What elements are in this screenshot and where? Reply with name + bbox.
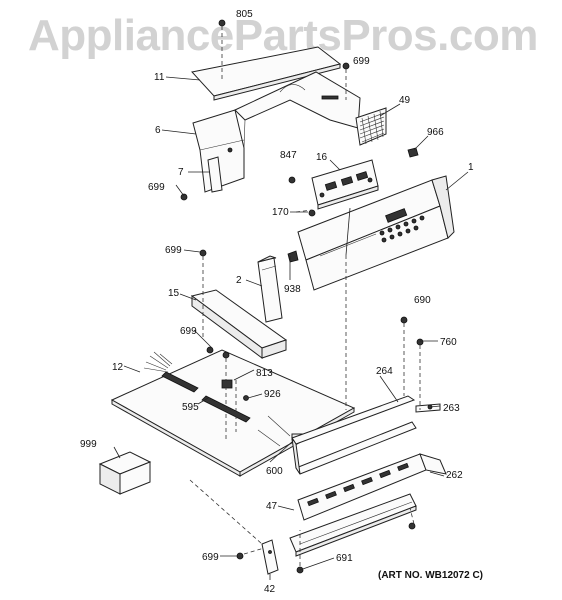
rear-frame <box>234 71 361 149</box>
callout-926: 926 <box>264 389 281 400</box>
part-7-bracket <box>207 156 223 193</box>
callout-938: 938 <box>284 284 301 295</box>
callout-42: 42 <box>264 584 276 595</box>
callout-595: 595 <box>182 402 199 413</box>
callout-699: 699 <box>202 552 219 563</box>
part-16-control-board <box>311 159 379 210</box>
callout-labels: 805 699 11 49 6 966 847 16 1 7 699 170 6… <box>80 9 474 595</box>
part-15-channel <box>190 289 288 359</box>
callout-264: 264 <box>376 366 393 377</box>
callout-813: 813 <box>256 368 273 379</box>
callout-699: 699 <box>180 326 197 337</box>
callout-966: 966 <box>427 127 444 138</box>
callout-805: 805 <box>236 9 253 20</box>
assembly-lines <box>189 26 421 566</box>
callout-12: 12 <box>112 362 124 373</box>
part-12-base-plate <box>110 349 356 477</box>
callout-600: 600 <box>266 466 283 477</box>
callout-16: 16 <box>316 152 328 163</box>
callout-699: 699 <box>353 56 370 67</box>
callout-699: 699 <box>148 182 165 193</box>
part-1-control-panel <box>297 175 455 291</box>
callout-847: 847 <box>280 150 297 161</box>
callout-1: 1 <box>468 162 474 173</box>
callout-47: 47 <box>266 501 278 512</box>
callout-6: 6 <box>155 125 161 136</box>
callout-11: 11 <box>154 72 165 83</box>
part-2-insulation-block <box>257 255 283 323</box>
callout-263: 263 <box>443 403 460 414</box>
callout-690: 690 <box>414 295 431 306</box>
part-966-clip <box>407 147 419 158</box>
part-49-vent-grille <box>355 107 387 146</box>
callout-691: 691 <box>336 553 353 564</box>
part-47-vent-trim <box>289 493 417 557</box>
part-42-bracket <box>261 539 279 575</box>
callout-7: 7 <box>178 167 184 178</box>
callout-2: 2 <box>236 275 242 286</box>
part-264-strip <box>291 395 417 475</box>
callout-15: 15 <box>168 288 180 299</box>
callout-262: 262 <box>446 470 463 481</box>
leader-lines <box>113 76 469 580</box>
part-938-connector <box>287 250 299 263</box>
art-number: (ART NO. WB12072 C) <box>378 570 483 581</box>
callout-170: 170 <box>272 207 289 218</box>
part-999-box <box>98 451 152 495</box>
part-11-top-cover <box>191 46 342 101</box>
callout-999: 999 <box>80 439 97 450</box>
callout-49: 49 <box>399 95 411 106</box>
part-262-front-trim <box>297 453 447 521</box>
watermark-text: AppliancePartsPros.com <box>28 11 538 60</box>
callout-760: 760 <box>440 337 457 348</box>
callout-699: 699 <box>165 245 182 256</box>
